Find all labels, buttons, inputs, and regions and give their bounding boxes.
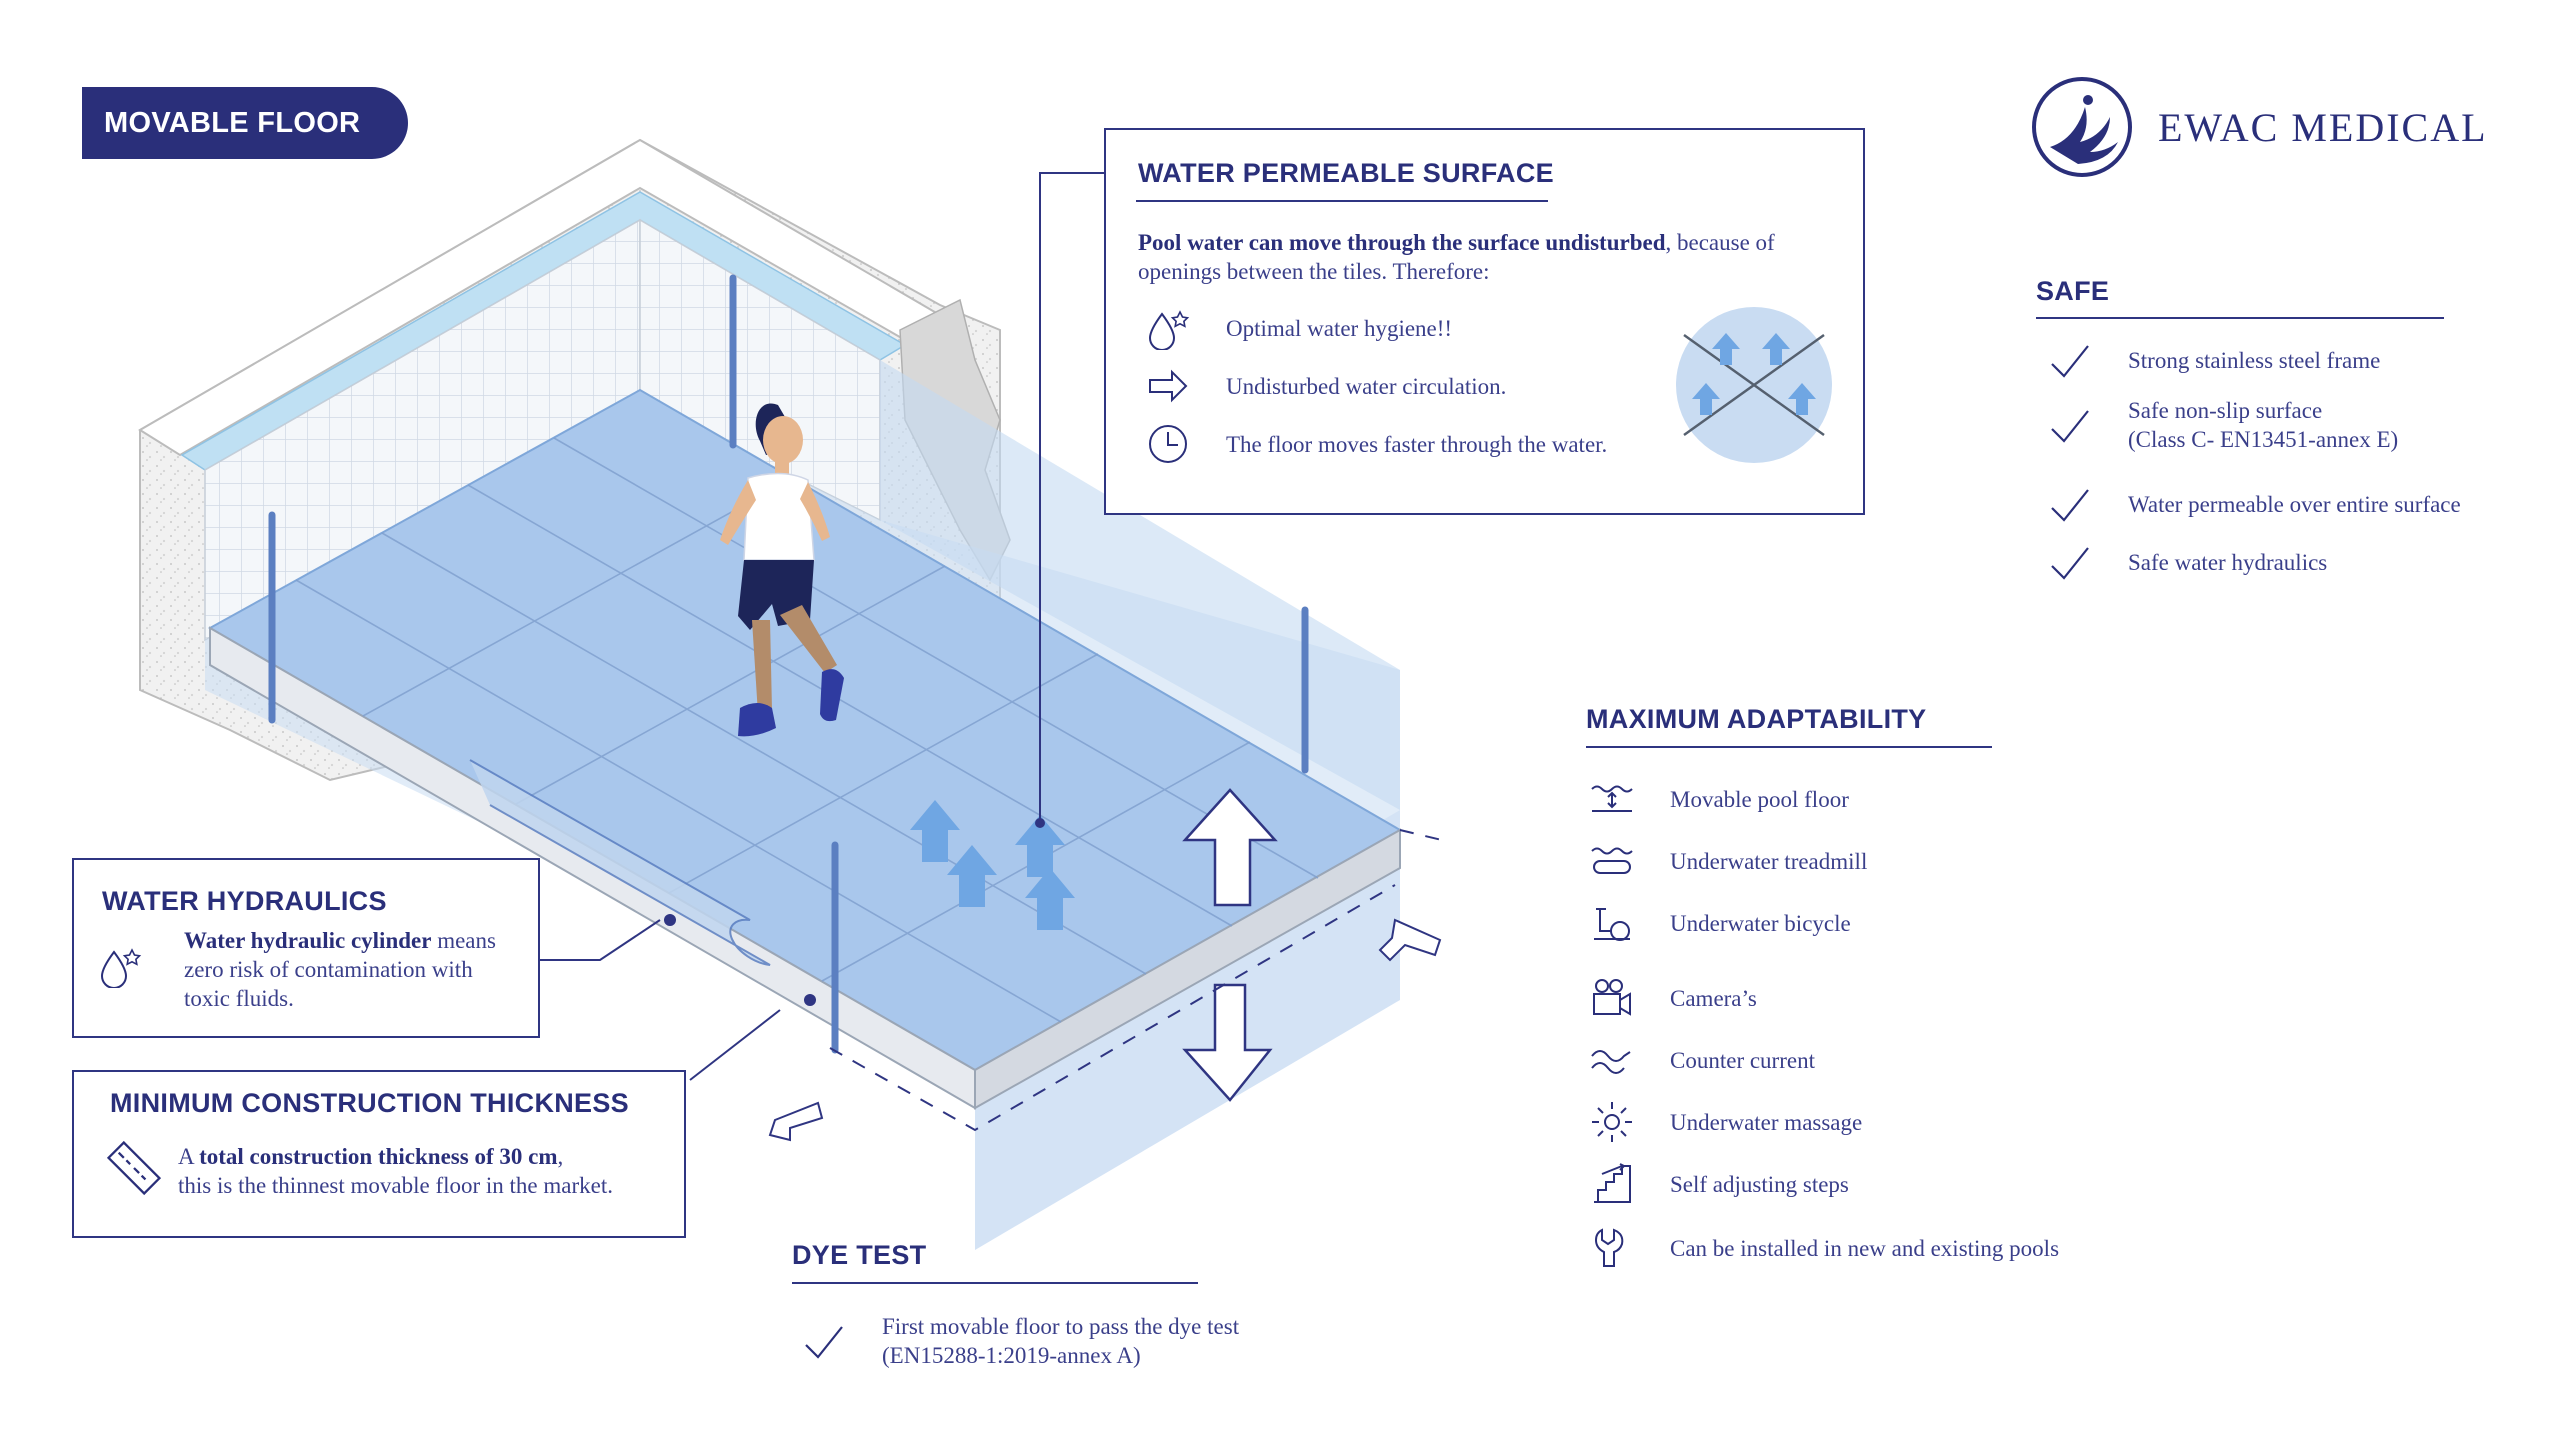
intro-rest: , because of openings between the tiles.… [1138, 230, 1775, 284]
thickness-text: A total construction thickness of 30 cm,… [178, 1142, 678, 1200]
treadmill-icon [1588, 837, 1636, 885]
safe-item-label: Water permeable over entire surface [2128, 491, 2461, 517]
hydraulics-rest3: toxic fluids. [184, 986, 294, 1011]
badge-label: MOVABLE FLOOR [104, 106, 361, 139]
water-hydraulics-box: WATER HYDRAULICS Water hydraulic cylinde… [72, 858, 540, 1038]
tile-gap-flow-icon [1676, 307, 1832, 463]
hydraulics-text: Water hydraulic cylinder means zero risk… [184, 926, 534, 1013]
adaptability-label: Movable pool floor [1670, 786, 1849, 812]
water-permeable-box: WATER PERMEABLE SURFACE Pool water can m… [1104, 128, 1865, 515]
water-drop-star-icon [1144, 304, 1192, 352]
safe-item: Water permeable over entire surface [2046, 480, 2461, 528]
permeable-item: The floor moves faster through the water… [1144, 420, 1607, 468]
wrench-icon [1588, 1224, 1636, 1272]
steps-icon [1588, 1160, 1636, 1208]
adaptability-title: MAXIMUM ADAPTABILITY [1586, 704, 1927, 734]
adaptability-item: Underwater treadmill [1588, 837, 1867, 885]
check-icon [2046, 401, 2094, 449]
water-permeable-intro: Pool water can move through the surface … [1138, 228, 1838, 286]
dye-test-title: DYE TEST [792, 1240, 927, 1270]
adaptability-item: Self adjusting steps [1588, 1160, 1849, 1208]
construction-thickness-box: MINIMUM CONSTRUCTION THICKNESS A total c… [72, 1070, 686, 1238]
adaptability-label: Counter current [1670, 1047, 1815, 1073]
safe-item-label: Safe water hydraulics [2128, 549, 2328, 575]
movement-dashes [829, 829, 1451, 1132]
bicycle-icon [1588, 899, 1636, 947]
dye-test-line2: (EN15288-1:2019-annex A) [882, 1343, 1141, 1368]
adaptability-item: Camera’s [1588, 974, 1757, 1022]
adaptability-label: Can be installed in new and existing poo… [1670, 1235, 2060, 1261]
thickness-title: MINIMUM CONSTRUCTION THICKNESS [110, 1088, 629, 1118]
thickness-bold: total construction thickness of 30 cm [199, 1144, 558, 1169]
hydraulics-title: WATER HYDRAULICS [102, 886, 387, 916]
item-label: The floor moves faster through the water… [1226, 431, 1608, 457]
water-drop-star-icon [96, 942, 144, 990]
water-permeable-title: WATER PERMEABLE SURFACE [1138, 158, 1554, 188]
floor-tile-grid [295, 437, 1319, 1023]
adaptability-underline [1586, 746, 1992, 748]
check-icon [2046, 538, 2094, 586]
adaptability-item: Underwater massage [1588, 1098, 1862, 1146]
adaptability-label: Self adjusting steps [1670, 1171, 1849, 1197]
safe-item: Safe non-slip surface (Class C- EN13451-… [2046, 396, 2398, 454]
movable-floor-platform [207, 388, 1403, 1110]
adaptability-label: Underwater bicycle [1670, 910, 1851, 936]
adaptability-item: Underwater bicycle [1588, 899, 1851, 947]
camera-icon [1588, 974, 1636, 1022]
check-icon [2046, 336, 2094, 384]
clock-icon [1144, 420, 1192, 468]
movable-floor-badge: MOVABLE FLOOR [82, 87, 408, 159]
safe-underline [2036, 317, 2444, 319]
floor-down-arrow [1182, 983, 1273, 1102]
floor-left-arrow [768, 1101, 824, 1142]
safe-item-label: Safe non-slip surface [2128, 398, 2323, 423]
thickness-post: , [557, 1144, 564, 1169]
adaptability-item: Movable pool floor [1588, 775, 1849, 823]
adaptability-item: Can be installed in new and existing poo… [1588, 1224, 2059, 1272]
check-icon [2046, 480, 2094, 528]
hydraulics-rest2: zero risk of contamination with [184, 957, 473, 982]
permeable-item: Undisturbed water circulation. [1144, 362, 1506, 410]
safe-item-label: Strong stainless steel frame [2128, 347, 2381, 373]
safe-item: Safe water hydraulics [2046, 538, 2327, 586]
dye-test-underline [792, 1282, 1198, 1284]
brand-logo: EWAC MEDICAL [2030, 72, 2488, 182]
massage-icon [1588, 1098, 1636, 1146]
title-underline [1136, 200, 1548, 202]
intro-bold: Pool water can move through the surface … [1138, 230, 1666, 255]
hydraulics-rest1: means [431, 928, 496, 953]
item-label: Optimal water hygiene!! [1226, 315, 1453, 341]
floor-up-arrow [1182, 788, 1278, 907]
thickness-pre: A [178, 1144, 200, 1169]
dye-test-item: First movable floor to pass the dye test… [800, 1312, 1239, 1370]
frame-posts [268, 274, 1309, 1054]
adaptability-label: Underwater massage [1670, 1109, 1863, 1135]
item-label: Undisturbed water circulation. [1226, 373, 1507, 399]
adaptability-label: Underwater treadmill [1670, 848, 1868, 874]
water-flow-arrows [910, 800, 1075, 930]
adaptability-item: Counter current [1588, 1036, 1815, 1084]
thickness-line2: this is the thinnest movable floor in th… [178, 1173, 614, 1198]
hydraulic-cylinder [469, 759, 816, 1006]
adaptability-label: Camera’s [1670, 985, 1757, 1011]
safe-item: Strong stainless steel frame [2046, 336, 2380, 384]
safe-item-sub: (Class C- EN13451-annex E) [2128, 427, 2399, 452]
dye-test-line1: First movable floor to pass the dye test [882, 1314, 1240, 1339]
ruler-icon [104, 1138, 164, 1198]
movable-floor-icon [1588, 775, 1636, 823]
counter-current-icon [1588, 1036, 1636, 1084]
runner-figure [720, 403, 844, 737]
arrow-right-icon [1144, 362, 1192, 410]
brand-name: EWAC MEDICAL [2158, 104, 2488, 150]
leader-lines [540, 172, 1105, 1081]
safe-title: SAFE [2036, 276, 2110, 306]
floor-right-arrow [1378, 918, 1442, 962]
check-icon [800, 1317, 848, 1365]
permeable-item: Optimal water hygiene!! [1144, 304, 1452, 352]
phoenix-logo-icon [2032, 77, 2132, 177]
hydraulics-bold: Water hydraulic cylinder [184, 928, 432, 953]
